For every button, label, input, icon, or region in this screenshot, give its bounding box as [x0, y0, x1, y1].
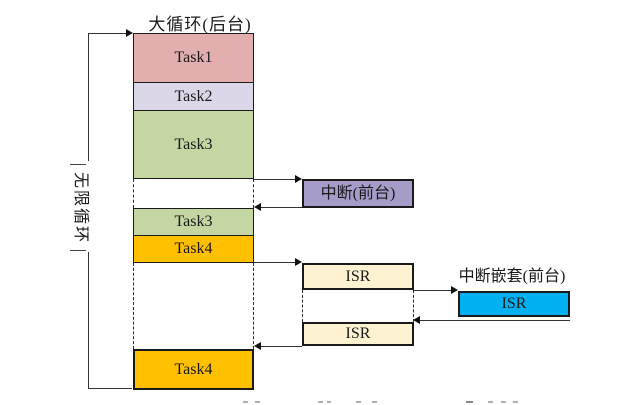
arrowhead-right-icon [295, 175, 302, 183]
nested-isr-label: ISR [501, 295, 527, 312]
arrowhead-right-icon [295, 258, 302, 266]
isr-gap-left-dashed-line [302, 290, 303, 322]
to-nested-isr-line [414, 290, 451, 291]
gap2-right-dashed-line [253, 263, 254, 349]
task3-resume-label: Task3 [174, 213, 213, 230]
task2-box: Task2 [133, 82, 254, 111]
task1-box: Task1 [133, 33, 254, 83]
loop-label-dash-bottom [70, 250, 86, 251]
gap1-right-dashed-line [253, 179, 254, 208]
isr1-label: ISR [345, 267, 371, 285]
task4-label: Task4 [174, 240, 213, 257]
loop-left-line-lower [88, 252, 89, 388]
isr2-label: ISR [345, 325, 371, 342]
loop-left-line-upper [88, 33, 89, 161]
loop-top-line [88, 33, 126, 34]
loop-label-dash-top [70, 164, 86, 165]
background-loop-title: 大循环(后台) [148, 15, 252, 34]
loop-bottom-line [88, 388, 132, 389]
isr-gap-right-dashed-line [413, 290, 414, 322]
isr1-box: ISR [302, 263, 414, 290]
interrupt-label: 中断(前台) [320, 184, 396, 202]
task3-resume-box: Task3 [133, 208, 254, 236]
nested-isr-box: ISR [458, 291, 570, 317]
arrowhead-right-icon [451, 286, 458, 294]
task4-box: Task4 [133, 235, 254, 263]
infinite-loop-label: 无限循环 [72, 172, 89, 245]
task4-resume-box: Task4 [133, 349, 254, 390]
task3-label: Task3 [174, 135, 213, 153]
arrowhead-left-icon [254, 342, 261, 350]
task1-label: Task1 [174, 49, 213, 66]
interrupt-return-line [261, 207, 302, 208]
gap1-left-dashed-line [133, 179, 134, 208]
task2-label: Task2 [174, 87, 213, 105]
to-interrupt-line [254, 179, 295, 180]
to-isr1-line [254, 262, 295, 263]
interrupt-box: 中断(前台) [302, 179, 414, 208]
arrowhead-right-icon [126, 29, 133, 37]
arrowhead-left-icon [254, 203, 261, 211]
nested-isr-return-line [420, 320, 570, 321]
task4-resume-label: Task4 [174, 360, 213, 378]
isr2-box: ISR [302, 322, 414, 346]
task3-box: Task3 [133, 110, 254, 179]
isr2-return-line [261, 346, 302, 347]
arrowhead-left-icon [413, 316, 420, 324]
gap2-left-dashed-line [133, 263, 134, 349]
nested-interrupt-title: 中断嵌套(前台) [458, 268, 566, 285]
